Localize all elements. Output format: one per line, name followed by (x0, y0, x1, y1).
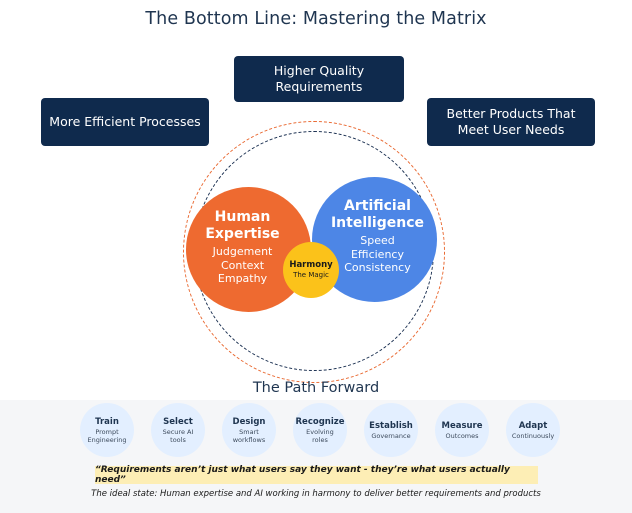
step-title: Select (163, 416, 193, 427)
human-trait: Judgement (212, 245, 273, 259)
outcome-label-products: Better Products That Meet User Needs (446, 106, 576, 137)
step-title: Design (232, 416, 266, 427)
page-title: The Bottom Line: Mastering the Matrix (145, 9, 487, 29)
ai-trait: Consistency (344, 261, 411, 275)
outcome-box-efficient: More Efficient Processes (41, 98, 209, 146)
outer-dashed-ring (183, 121, 445, 383)
step-desc: Prompt (95, 427, 119, 436)
ai-heading-line2: Intelligence (330, 215, 425, 232)
quote-text: “Requirements aren’t just what users say… (95, 465, 510, 485)
step-desc: Engineering (87, 435, 127, 444)
step-desc: Secure AI (162, 427, 194, 436)
step-establish: Establish Governance (364, 403, 418, 457)
outcome-box-products: Better Products That Meet User Needs (427, 98, 595, 146)
step-title: Recognize (295, 416, 345, 427)
step-title: Establish (369, 420, 413, 431)
step-desc: tools (170, 435, 186, 444)
human-heading-line1: Human (214, 209, 271, 226)
ai-trait: Speed (360, 234, 395, 248)
step-adapt: Adapt Continuously (506, 403, 560, 457)
ai-heading-line1: Artificial (344, 198, 411, 215)
step-desc: Continuously (511, 431, 555, 440)
step-desc: Evolving (306, 427, 334, 436)
step-desc: roles (312, 435, 328, 444)
harmony-label: Harmony (289, 260, 333, 270)
ideal-state-caption: The ideal state: Human expertise and AI … (91, 489, 541, 499)
human-trait: Empathy (217, 272, 268, 286)
step-title: Train (95, 416, 119, 427)
step-desc: Governance (371, 431, 411, 440)
step-title: Measure (441, 420, 483, 431)
step-select: Select Secure AI tools (151, 403, 205, 457)
step-title: Adapt (518, 420, 548, 431)
step-desc: Smart (239, 427, 259, 436)
step-design: Design Smart workflows (222, 403, 276, 457)
ai-trait: Efficiency (350, 247, 404, 261)
path-forward-title: The Path Forward (252, 380, 380, 396)
step-recognize: Recognize Evolving roles (293, 403, 347, 457)
outcome-label-efficient: More Efficient Processes (49, 114, 201, 129)
quote-banner: “Requirements aren’t just what users say… (95, 465, 538, 485)
outcome-box-quality: Higher Quality Requirements (234, 56, 404, 102)
harmony-circle: Harmony The Magic (283, 242, 339, 298)
path-steps: Train Prompt Engineering Select Secure A… (80, 403, 560, 457)
human-trait: Context (220, 258, 265, 272)
step-desc: Outcomes (445, 431, 479, 440)
step-train: Train Prompt Engineering (80, 403, 134, 457)
step-desc: workflows (232, 435, 266, 444)
human-heading-line2: Expertise (205, 226, 280, 243)
step-measure: Measure Outcomes (435, 403, 489, 457)
harmony-sublabel: The Magic (293, 271, 329, 279)
outcome-label-quality: Higher Quality Requirements (273, 63, 365, 94)
